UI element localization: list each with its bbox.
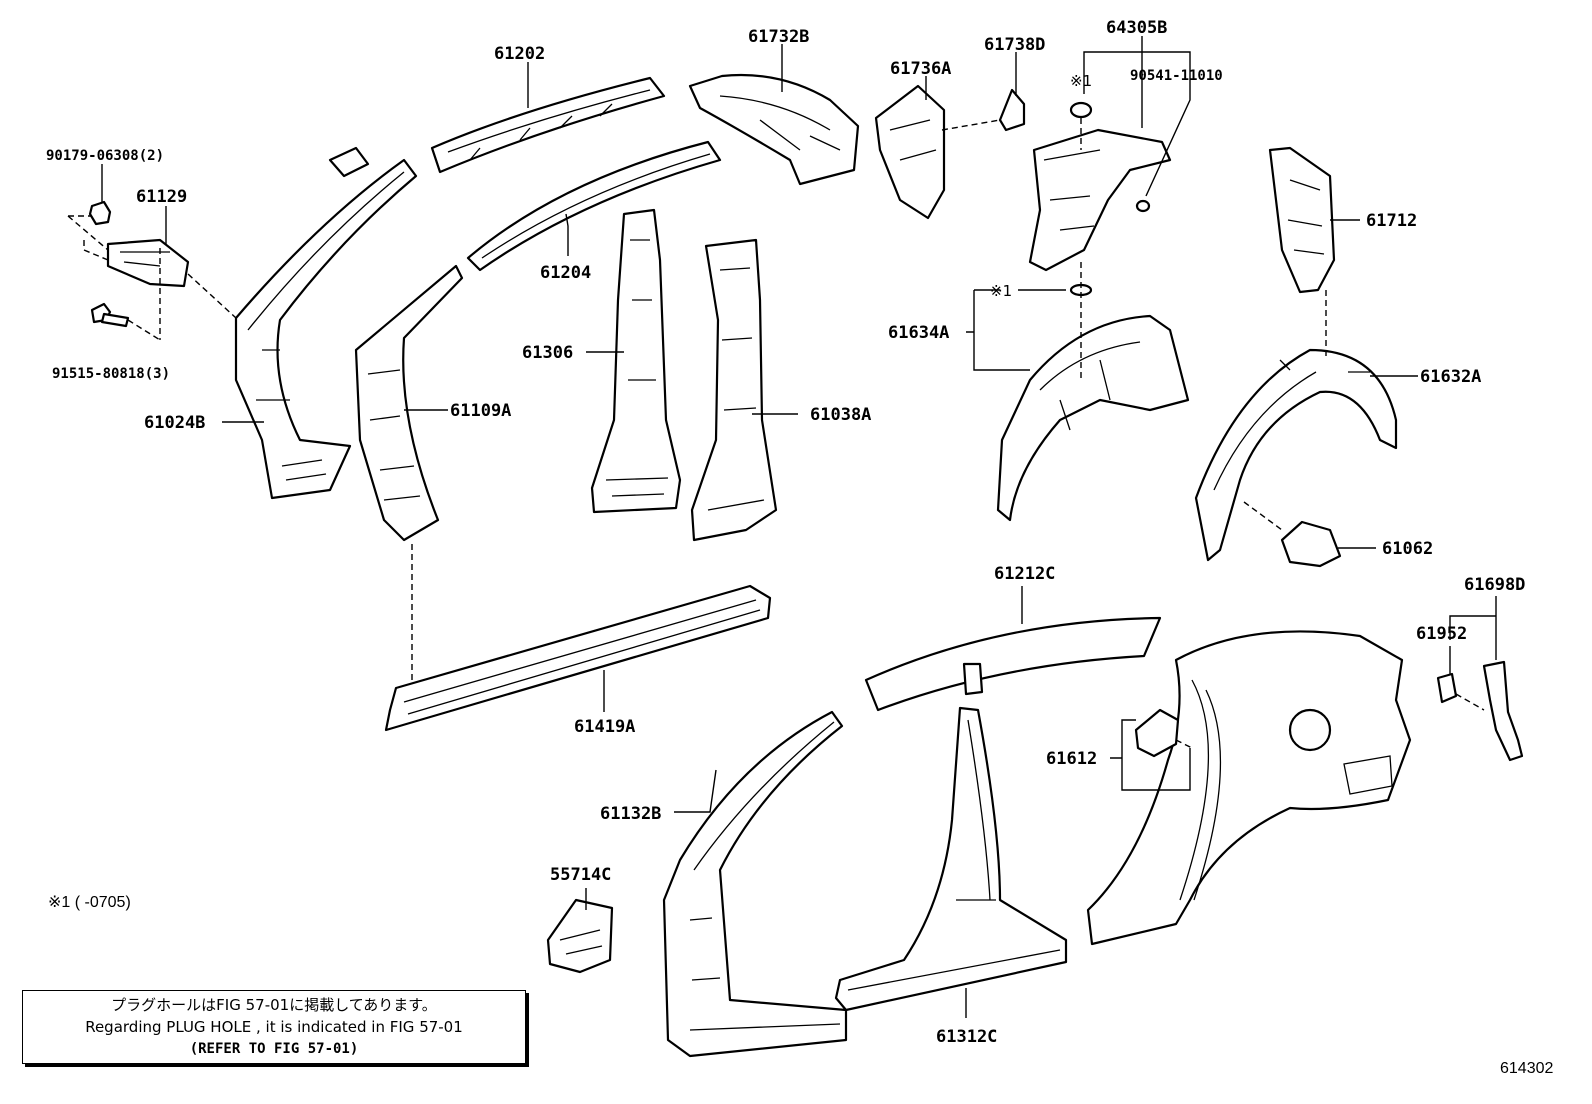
marker-note-1-top: ※1	[1070, 72, 1092, 90]
part-61109A-drawing	[354, 264, 464, 542]
label-61204: 61204	[540, 263, 591, 283]
label-61952: 61952	[1416, 624, 1467, 644]
label-61732B: 61732B	[748, 27, 809, 47]
nut-90179-drawing	[88, 200, 112, 226]
note-reference: (REFER TO FIG 57-01)	[189, 1041, 359, 1057]
part-61129-drawing	[106, 238, 190, 288]
label-90179-06308: 90179-06308(2)	[46, 148, 164, 164]
figure-id: 614302	[1500, 1060, 1554, 1077]
label-64305B: 64305B	[1106, 18, 1167, 38]
part-quarter-panel-drawing	[1086, 630, 1412, 946]
label-61038A: 61038A	[810, 405, 871, 425]
label-61312C: 61312C	[936, 1027, 997, 1047]
part-61212C-drawing	[864, 616, 1162, 712]
part-61204-drawing	[466, 140, 722, 272]
label-61712: 61712	[1366, 211, 1417, 231]
label-61024B: 61024B	[144, 413, 205, 433]
footnote-marker-1: ※1 ( -0705)	[48, 894, 131, 911]
label-61132B: 61132B	[600, 804, 661, 824]
part-61038A-drawing	[690, 238, 778, 542]
label-61212C: 61212C	[994, 564, 1055, 584]
label-61634A: 61634A	[888, 323, 949, 343]
label-61632A: 61632A	[1420, 367, 1481, 387]
leader-lines	[101, 36, 1497, 1018]
part-61738D-drawing	[998, 88, 1026, 132]
label-61419A: 61419A	[574, 717, 635, 737]
part-61634A-drawing	[996, 314, 1190, 522]
marker-note-1-mid: ※1	[990, 282, 1012, 300]
label-61109A: 61109A	[450, 401, 511, 421]
part-61202-drawing	[430, 76, 666, 174]
part-61632A-drawing	[1194, 348, 1398, 562]
part-labels: 61202 61732B 61736A 61738D 64305B 90541-…	[46, 18, 1525, 1047]
note-english: Regarding PLUG HOLE , it is indicated in…	[85, 1018, 463, 1036]
label-55714C: 55714C	[550, 865, 611, 885]
part-61952-drawing	[1436, 672, 1458, 704]
label-61129: 61129	[136, 187, 187, 207]
note-japanese: プラグホールはFIG 57-01に掲載してあります。	[111, 996, 437, 1014]
label-61698D: 61698D	[1464, 575, 1525, 595]
part-61024B-drawing	[234, 146, 418, 500]
part-61612-drawing	[1134, 708, 1180, 758]
alignment-dashes	[67, 118, 1485, 749]
plug-hole-note-box: プラグホールはFIG 57-01に掲載してあります。 Regarding PLU…	[22, 990, 526, 1064]
part-55714C-drawing	[546, 898, 614, 974]
label-61736A: 61736A	[890, 59, 951, 79]
label-61612: 61612	[1046, 749, 1097, 769]
label-61738D: 61738D	[984, 35, 1045, 55]
part-61419A-drawing	[384, 584, 772, 732]
part-61132B-drawing	[662, 710, 848, 1058]
label-61202: 61202	[494, 44, 545, 64]
part-61712-drawing	[1268, 146, 1336, 294]
part-61732B-drawing	[688, 73, 860, 186]
part-61312C-drawing	[834, 706, 1068, 1012]
label-90541-11010: 90541-11010	[1130, 68, 1223, 84]
part-61062-drawing	[1280, 520, 1342, 568]
label-61306: 61306	[522, 343, 573, 363]
part-64305B-drawing	[1028, 101, 1172, 297]
part-61698D-drawing	[1482, 660, 1524, 762]
part-61736A-drawing	[874, 84, 946, 220]
label-61062: 61062	[1382, 539, 1433, 559]
part-61306-drawing	[590, 208, 682, 514]
label-91515-80818: 91515-80818(3)	[52, 366, 170, 382]
bolt-91515-drawing	[90, 302, 130, 328]
